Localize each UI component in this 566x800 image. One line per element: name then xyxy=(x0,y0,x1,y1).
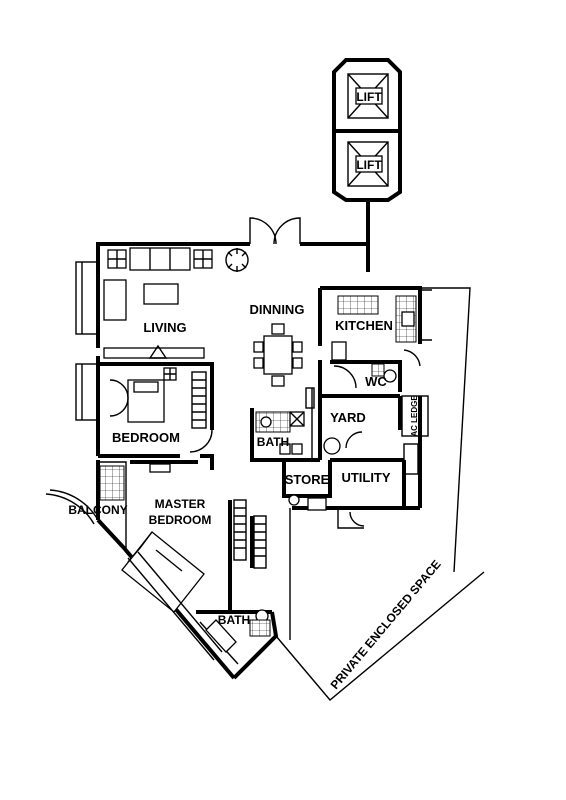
private-enclosure-outline xyxy=(275,287,485,701)
kitchen xyxy=(318,288,432,396)
utility-label: UTILITY xyxy=(341,470,390,485)
bedroom-label: BEDROOM xyxy=(112,430,180,445)
master-bedroom-walls xyxy=(121,460,267,661)
dinning-label: DINNING xyxy=(250,302,305,317)
kitchen-label: KITCHEN xyxy=(335,318,393,333)
master-bedroom-label-line1: MASTER xyxy=(155,497,206,511)
living-windows xyxy=(75,261,99,421)
store-label: STORE xyxy=(285,472,330,487)
ac-ledge-label: AC LEDGE xyxy=(410,395,419,437)
bedroom-walls xyxy=(98,362,214,470)
dining-table xyxy=(253,323,303,387)
wc xyxy=(330,360,402,392)
master-bedroom-label-line2: BEDROOM xyxy=(149,513,212,527)
lift-1-label: LIFT xyxy=(356,90,382,104)
wc-label: WC xyxy=(365,374,387,389)
yard xyxy=(318,394,429,460)
balcony xyxy=(45,461,127,548)
common-bath-label: BATH xyxy=(257,435,289,449)
private-enclosure-label: PRIVATE ENCLOSED SPACE xyxy=(328,557,444,692)
lift-lobby xyxy=(332,58,402,272)
store xyxy=(282,460,332,511)
lift-2-label: LIFT xyxy=(356,158,382,172)
living-label: LIVING xyxy=(143,320,186,335)
common-bath xyxy=(250,387,320,462)
master-bath-label: BATH xyxy=(218,613,250,627)
balcony-label: BALCONY xyxy=(68,503,127,517)
master-bath xyxy=(196,609,272,665)
entrance-door xyxy=(249,217,301,245)
living-furniture xyxy=(103,247,249,359)
utility xyxy=(330,443,419,529)
yard-label: YARD xyxy=(330,410,366,425)
